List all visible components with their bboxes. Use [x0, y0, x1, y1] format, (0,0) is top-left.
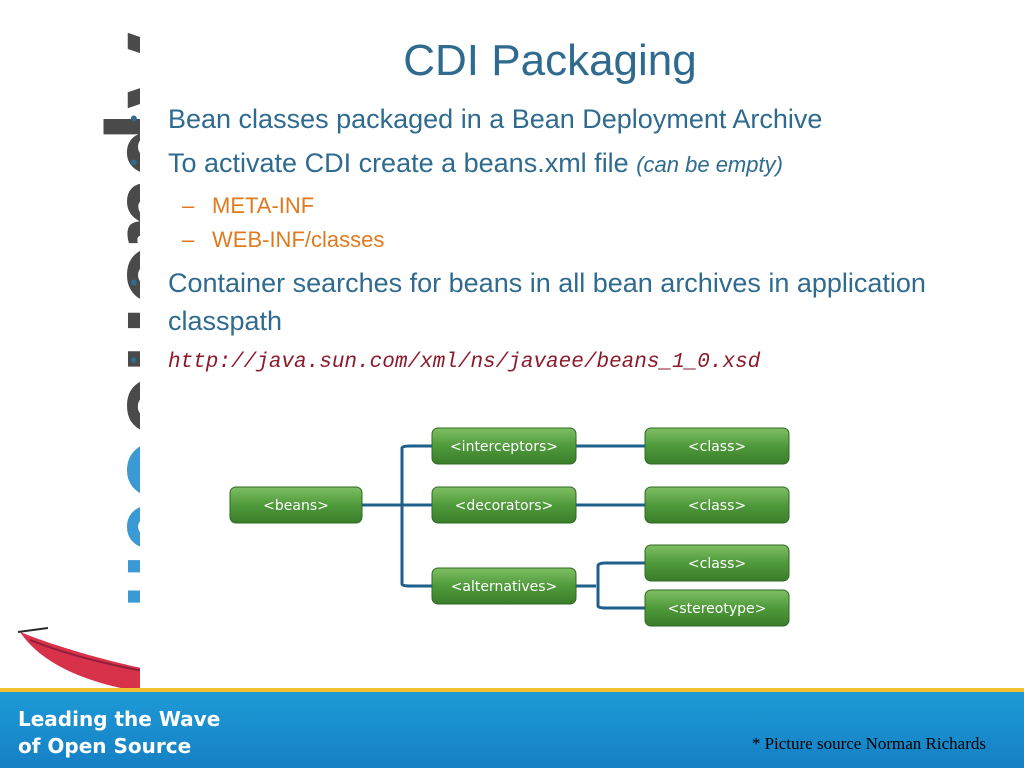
bullet-item: • http://java.sun.com/xml/ns/javaee/bean…	[130, 346, 950, 378]
diagram-connectors	[362, 444, 645, 610]
diagram-node-alternatives-stereotype: <stereotype>	[644, 589, 790, 627]
bullet-text: Bean classes packaged in a Bean Deployme…	[168, 104, 823, 134]
diagram-node-alternatives-class: <class>	[644, 544, 790, 582]
bullet-dot: •	[130, 150, 138, 175]
footer-tagline-line-2: of Open Source	[18, 734, 192, 758]
sub-bullet-text: WEB-INF/classes	[212, 227, 385, 252]
picture-credit: * Picture source Norman Richards	[751, 734, 986, 753]
bullet-text: Container searches for beans in all bean…	[168, 268, 926, 336]
xsd-url: http://java.sun.com/xml/ns/javaee/beans_…	[168, 351, 761, 374]
svg-text:<decorators>: <decorators>	[455, 498, 554, 514]
bullet-dot: •	[130, 106, 138, 131]
footer-tagline-line-1: Leading the Wave	[18, 707, 221, 731]
bullet-list: • Bean classes packaged in a Bean Deploy…	[130, 100, 950, 378]
svg-text:<class>: <class>	[688, 556, 746, 572]
feather-icon	[17, 627, 140, 690]
diagram-node-interceptors-class: <class>	[644, 427, 790, 465]
svg-text:<interceptors>: <interceptors>	[450, 439, 558, 455]
diagram-node-beans: <beans>	[229, 486, 363, 524]
svg-text:Con: Con	[102, 436, 140, 608]
bullet-text: To activate CDI create a beans.xml file	[168, 148, 637, 178]
bullet-item: • Bean classes packaged in a Bean Deploy…	[130, 100, 950, 138]
sub-bullet-dash: –	[182, 227, 195, 252]
apachecon-wordmark: Apache Con	[102, 30, 140, 608]
diagram-node-decorators-class: <class>	[644, 486, 790, 524]
apachecon-logo: Apache Con	[17, 30, 140, 690]
sub-bullet-dash: –	[182, 193, 195, 218]
footer-tagline: Leading the Wave of Open Source	[18, 706, 220, 760]
slide-title: CDI Packaging	[403, 36, 697, 85]
bullet-item: • To activate CDI create a beans.xml fil…	[130, 144, 950, 184]
logo-apache-text: Apache	[102, 30, 140, 436]
bullet-item: • Container searches for beans in all be…	[130, 264, 950, 340]
logo-con-text: Con	[102, 436, 140, 608]
svg-text:<class>: <class>	[688, 439, 746, 455]
diagram-node-interceptors: <interceptors>	[431, 427, 577, 465]
svg-text:<stereotype>: <stereotype>	[668, 601, 767, 617]
sub-bullet-text: META-INF	[212, 193, 315, 218]
diagram-node-decorators: <decorators>	[431, 486, 577, 524]
sub-bullet-item: – META-INF	[130, 190, 950, 222]
bullet-emphasis: (can be empty)	[636, 152, 783, 177]
diagram-node-alternatives: <alternatives>	[431, 567, 577, 605]
bullet-dot: •	[130, 349, 138, 372]
svg-text:Apache: Apache	[102, 30, 140, 436]
svg-text:<beans>: <beans>	[263, 498, 329, 514]
sub-bullet-item: – WEB-INF/classes	[130, 224, 950, 256]
bullet-dot: •	[130, 270, 138, 295]
svg-text:<alternatives>: <alternatives>	[451, 579, 558, 595]
footer-banner: Leading the Wave of Open Source * Pictur…	[0, 688, 1024, 768]
svg-text:<class>: <class>	[688, 498, 746, 514]
